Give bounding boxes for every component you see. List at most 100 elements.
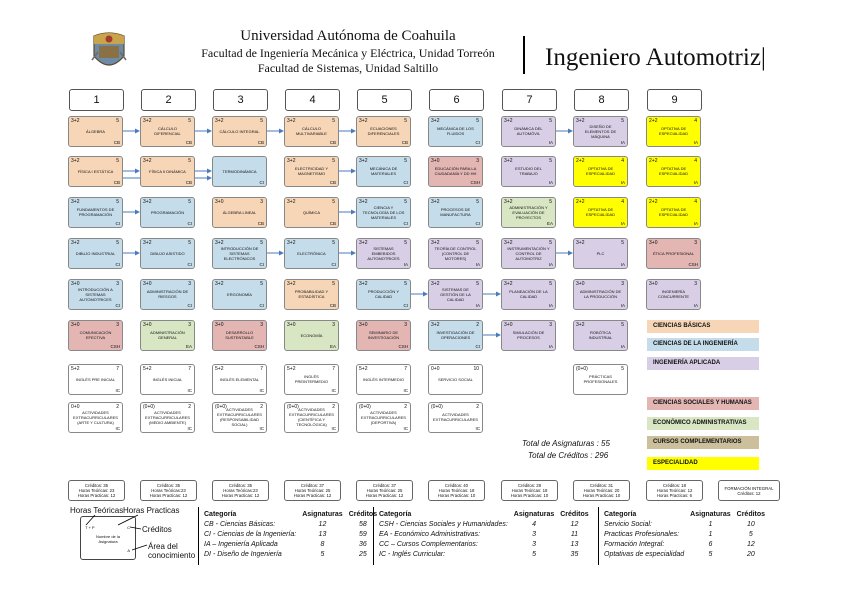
header-divider bbox=[523, 36, 525, 74]
legend-item: ECONÓMICO ADMINISTRATIVAS bbox=[647, 417, 759, 430]
course-hours: 3+0 bbox=[71, 281, 80, 287]
course-hours: 2+2 bbox=[576, 158, 585, 164]
course-credits: 7 bbox=[116, 366, 119, 372]
course-credits: 5 bbox=[621, 118, 624, 124]
course-name: OPTATIVA DE ESPECIALIDAD bbox=[585, 207, 616, 217]
summary-divider-1 bbox=[198, 507, 199, 565]
course-credits: 3 bbox=[332, 322, 335, 328]
course-hours: (0+0) bbox=[576, 366, 588, 372]
course-name: INGLÉS PREINTERMEDIO bbox=[294, 374, 329, 384]
semester-1-header: 1 bbox=[69, 89, 124, 111]
course-area: EA bbox=[329, 344, 336, 349]
course-name: SIMULACIÓN DE PROCESOS bbox=[512, 330, 545, 340]
course-area: IA bbox=[548, 180, 553, 185]
course-hours: 3+2 bbox=[504, 281, 513, 287]
course-hours: 3+2 bbox=[287, 240, 296, 246]
summary-header-categoria: Categoría bbox=[204, 511, 237, 518]
course-area: IA bbox=[620, 344, 625, 349]
course-name: ACTIVIDADES EXTRACURRICULARES (CIENTÍFIC… bbox=[289, 407, 334, 427]
course-area: CI bbox=[187, 262, 193, 267]
course-name: INGLÉS INTERMEDIO bbox=[363, 376, 404, 382]
course-area: CI bbox=[475, 344, 481, 349]
summary-asignaturas: 13 bbox=[318, 531, 327, 538]
semester-9-header: 9 bbox=[647, 89, 702, 111]
course-area: IA bbox=[548, 303, 553, 308]
course-hours: (0+0) bbox=[359, 404, 371, 410]
credit-line: Horas Practicas: 12 bbox=[77, 493, 116, 498]
course-name: COMUNICACIÓN EFECTIVA bbox=[79, 330, 112, 340]
course-credits: 3 bbox=[260, 322, 263, 328]
course-area: IA bbox=[693, 140, 698, 145]
faculty-saltillo: Facultad de Sistemas, Unidad Saltillo bbox=[257, 61, 439, 75]
course-hours: 3+2 bbox=[215, 240, 224, 246]
key-creditos: Créditos bbox=[142, 525, 172, 534]
course-name: PROCESOS DE MANUFACTURA bbox=[440, 207, 471, 217]
legend-item: CURSOS COMPLEMENTARIOS bbox=[647, 436, 759, 449]
course-hours: 3+0 bbox=[649, 281, 658, 287]
credit-line: Créditos: 37 bbox=[300, 483, 325, 488]
course-credits: 5 bbox=[549, 199, 552, 205]
credit-line: Horas Teóricas: 25 bbox=[366, 488, 403, 493]
credit-line: Créditos: 35 bbox=[84, 483, 109, 488]
course-area: IC bbox=[403, 426, 409, 431]
credit-line: Horas Practicas: 10 bbox=[437, 493, 476, 498]
summary-category: CSH - Ciencias Sociales y Humanidades: bbox=[379, 521, 508, 528]
course-hours: 3+2 bbox=[71, 118, 80, 124]
credit-line: Créditos: 31 bbox=[589, 483, 614, 488]
summary-category: DI - Diseño de Ingeniería bbox=[204, 551, 282, 558]
course-credits: 7 bbox=[260, 366, 263, 372]
semester-2-header: 2 bbox=[141, 89, 196, 111]
course-name: CÁLCULO INTEGRAL bbox=[219, 128, 260, 134]
course-hours: 3+2 bbox=[576, 322, 585, 328]
course-area: IC bbox=[403, 388, 409, 393]
course-hours: 2+2 bbox=[576, 199, 585, 205]
credit-line: Créditos: 18 bbox=[662, 483, 687, 488]
course-name: ESTUDIO DEL TRABAJO bbox=[515, 166, 542, 176]
course-area: IA bbox=[620, 180, 625, 185]
key-box-area: A bbox=[127, 548, 130, 553]
course-credits: 5 bbox=[188, 199, 191, 205]
faculty-torreon: Facultad de Ingeniería Mecánica y Eléctr… bbox=[201, 46, 495, 60]
course-area: IC bbox=[187, 388, 193, 393]
course-credits: 7 bbox=[332, 366, 335, 372]
summary-creditos: 11 bbox=[570, 531, 579, 538]
course-credits: 5 bbox=[404, 118, 407, 124]
course-credits: 5 bbox=[332, 118, 335, 124]
course-name: PLC bbox=[596, 250, 605, 256]
course-area: IC bbox=[475, 426, 481, 431]
course-hours: 3+0 bbox=[359, 322, 368, 328]
course-name: INGENIERÍA CONCURRENTE bbox=[657, 289, 690, 299]
course-area: CI bbox=[403, 303, 409, 308]
course-credits: 7 bbox=[188, 366, 191, 372]
course-name: MECÁNICA DE LOS FLUIDOS bbox=[437, 126, 474, 136]
course-name: ÁLGEBRA bbox=[86, 128, 105, 134]
course-hours: 3+2 bbox=[215, 281, 224, 287]
course-area: CB bbox=[329, 180, 336, 185]
course-hours: 0+0 bbox=[431, 366, 440, 372]
course-area: CI bbox=[115, 262, 121, 267]
